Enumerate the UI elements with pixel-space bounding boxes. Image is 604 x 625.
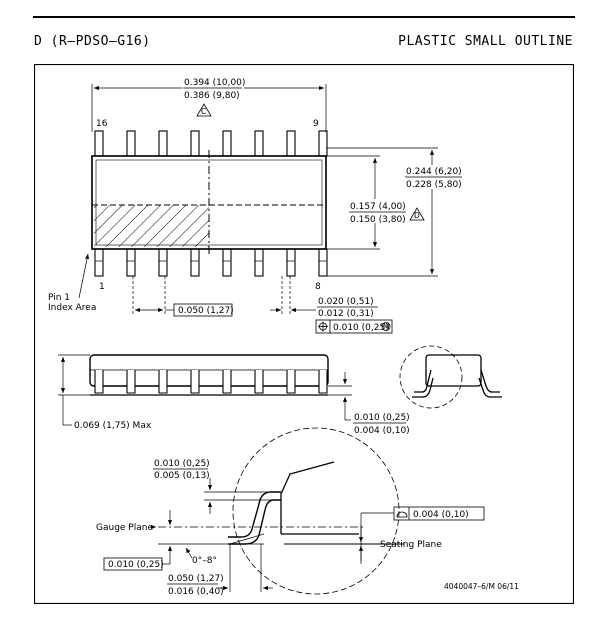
lead-thickness-min: 0.005 (0,13) — [154, 471, 210, 481]
position-tolerance-value: 0.010 (0,25) — [333, 323, 389, 333]
lead-angle-value: 0°–8° — [192, 556, 217, 566]
pin-1-label: 1 — [99, 282, 105, 292]
lead-lower-edge — [228, 499, 281, 545]
top-rule — [33, 16, 575, 18]
pin-9-label: 9 — [313, 119, 319, 129]
mmc-symbol-icon — [381, 322, 391, 331]
lower-lead — [222, 248, 232, 277]
side-lead — [254, 370, 264, 394]
end-view-body — [425, 354, 482, 387]
top-view: 16 9 1 8 0.394 (10,00) 0.386 (9,80) C 0.… — [48, 76, 466, 334]
upper-lead — [158, 130, 168, 157]
lead-thickness-max: 0.010 (0,25) — [154, 459, 210, 469]
note-d-letter: D — [414, 211, 420, 220]
lower-leads — [94, 248, 328, 277]
lead-width-max: 0.020 (0,51) — [318, 297, 374, 307]
side-view: 0.069 (1,75) Max 0.010 (0,25) 0.004 (0,1… — [58, 345, 502, 436]
pin-8-label: 8 — [315, 282, 321, 292]
side-lead — [222, 370, 232, 394]
detail-circle-large — [232, 427, 400, 595]
length-max: 0.394 (10,00) — [184, 78, 245, 88]
coplanarity-value: 0.004 (0,10) — [413, 510, 469, 520]
lower-lead — [318, 248, 328, 277]
lower-lead — [254, 248, 264, 277]
standoff-min: 0.004 (0,10) — [354, 426, 410, 436]
lower-lead — [190, 248, 200, 277]
pitch-value: 0.050 (1,27) — [178, 306, 234, 316]
note-d-triangle — [409, 207, 425, 221]
position-tolerance-frame — [315, 319, 393, 334]
body-width-max: 0.157 (4,00) — [350, 202, 406, 212]
upper-lead — [190, 130, 200, 157]
upper-lead — [318, 130, 328, 157]
note-c-triangle — [196, 103, 212, 117]
side-lead — [318, 370, 328, 394]
lead-detail-view: 0.010 (0,25) 0.005 (0,13) Gauge Plane 0.… — [96, 427, 485, 597]
coplanarity-symbol-icon — [396, 511, 408, 518]
lower-lead — [286, 248, 296, 277]
lead-width-min: 0.012 (0,31) — [318, 309, 374, 319]
pin1-callout-line1: Pin 1 — [48, 293, 70, 303]
upper-lead — [126, 130, 136, 157]
seating-plane-label: Seating Plane — [380, 540, 442, 550]
side-leads — [94, 370, 328, 394]
foot-length-min: 0.016 (0,40) — [168, 587, 224, 597]
coplanarity-frame — [393, 506, 485, 521]
total-width-min: 0.228 (5,80) — [406, 180, 462, 190]
upper-leads — [94, 130, 328, 157]
side-body — [89, 354, 329, 387]
height-max-value: 0.069 (1,75) Max — [74, 421, 152, 431]
length-min: 0.386 (9,80) — [184, 91, 240, 101]
note-c-letter: C — [201, 107, 206, 116]
side-lead — [126, 370, 136, 394]
gauge-offset-value: 0.010 (0,25) — [108, 560, 164, 570]
package-code: D (R–PDSO–G16) — [34, 34, 151, 49]
body-width-min: 0.150 (3,80) — [350, 215, 406, 225]
side-lead — [286, 370, 296, 394]
total-width-max: 0.244 (6,20) — [406, 167, 462, 177]
upper-lead — [222, 130, 232, 157]
pin-16-label: 16 — [96, 119, 108, 129]
upper-lead — [254, 130, 264, 157]
upper-lead — [286, 130, 296, 157]
detail-circle-small — [399, 345, 463, 409]
side-lead — [158, 370, 168, 394]
border-frame — [34, 64, 574, 604]
lower-lead — [94, 248, 104, 277]
lower-lead — [126, 248, 136, 277]
package-name: PLASTIC SMALL OUTLINE — [398, 34, 573, 49]
package-drawing: 16 9 1 8 0.394 (10,00) 0.386 (9,80) C 0.… — [34, 64, 574, 604]
drawing-frame: 16 9 1 8 0.394 (10,00) 0.386 (9,80) C 0.… — [34, 64, 574, 604]
lead-upper-edge — [228, 491, 281, 538]
foot-length-max: 0.050 (1,27) — [168, 574, 224, 584]
pin1-index-area — [94, 205, 209, 247]
side-lead — [190, 370, 200, 394]
side-lead — [94, 370, 104, 394]
document-id: 4040047–6/M 06/11 — [444, 582, 519, 591]
gauge-plane-label: Gauge Plane — [96, 523, 153, 533]
standoff-max: 0.010 (0,25) — [354, 413, 410, 423]
upper-lead — [94, 130, 104, 157]
pin1-callout-line2: Index Area — [48, 303, 96, 313]
mmc-modifier: M — [383, 322, 389, 331]
lower-lead — [158, 248, 168, 277]
